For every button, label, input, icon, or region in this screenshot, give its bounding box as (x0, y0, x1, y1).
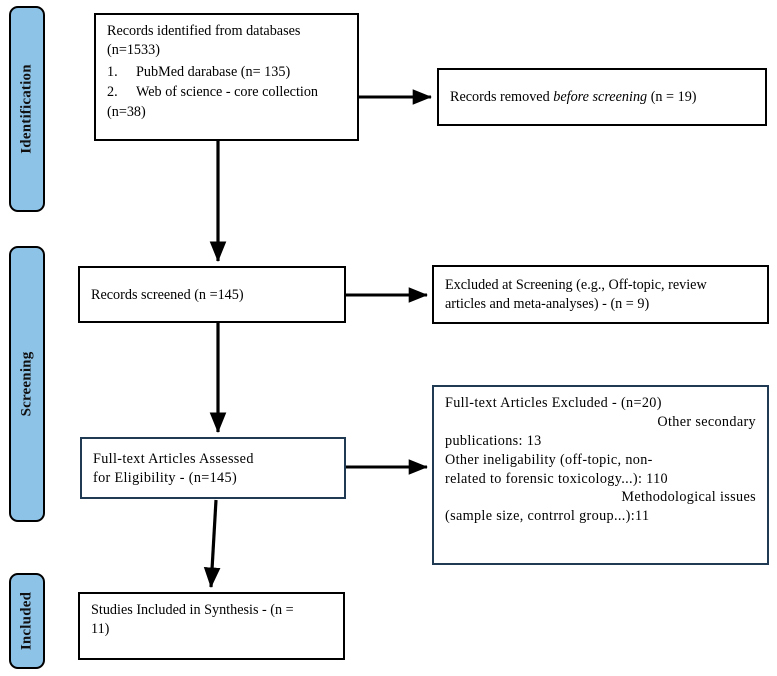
box-studies-included: Studies Included in Synthesis - (n = 11) (78, 592, 345, 660)
database-source-list: 1. PubMed darabase (n= 135) 2. Web of sc… (107, 63, 346, 102)
records-removed-prefix: Records removed (450, 89, 554, 106)
box-fulltext-excluded: Full-text Articles Excluded - (n=20) Oth… (432, 385, 769, 565)
list-marker: 1. (107, 63, 118, 80)
fulltext-excluded-line6: Methodological issues (621, 489, 756, 506)
fulltext-assessed-line1: Full-text Articles Assessed (93, 450, 254, 467)
phase-label-identification: Identification (18, 64, 35, 154)
studies-included-line1: Studies Included in Synthesis - (n = (91, 602, 294, 618)
phase-label-included: Included (18, 591, 35, 651)
fulltext-excluded-line2: Other secondary (657, 413, 756, 430)
fulltext-excluded-line4: Other ineligability (off-topic, non- (445, 451, 653, 468)
box-records-removed: Records removed before screening (n = 19… (437, 68, 767, 126)
fulltext-excluded-line1: Full-text Articles Excluded - (n=20) (445, 395, 662, 411)
phase-bar-included: Included (9, 573, 45, 669)
fulltext-excluded-line7: (sample size, contrrol group...):11 (445, 508, 650, 525)
list-item: 2. Web of science - core collection (107, 83, 346, 102)
box-records-identified: Records identified from databases (n=153… (94, 13, 359, 141)
list-item-label: Web of science - core collection (136, 83, 319, 100)
list-marker: 2. (107, 83, 118, 100)
records-identified-line1: Records identified from databases (107, 23, 301, 39)
fulltext-excluded-line5: related to forensic toxicology...): 110 (445, 470, 668, 487)
box-fulltext-assessed: Full-text Articles Assessed for Eligibil… (80, 437, 346, 499)
records-screened-text: Records screened (n =145) (91, 286, 244, 303)
box-records-screened: Records screened (n =145) (78, 266, 346, 323)
excluded-at-screening-line1: Excluded at Screening (e.g., Off-topic, … (445, 277, 707, 294)
phase-bar-screening: Screening (9, 246, 45, 522)
excluded-at-screening-text: Excluded at Screening (e.g., Off-topic, … (445, 276, 707, 314)
phase-label-screening: Screening (18, 351, 35, 417)
phase-bar-identification: Identification (9, 6, 45, 212)
box-excluded-at-screening: Excluded at Screening (e.g., Off-topic, … (432, 265, 769, 324)
connector-fulltext-to-included (203, 499, 221, 588)
records-identified-line3: (n=38) (107, 103, 146, 120)
list-item-label: PubMed darabase (n= 135) (136, 63, 291, 80)
records-identified-line2: (n=1533) (107, 41, 160, 58)
records-removed-text: Records removed before screening (n = 19… (450, 88, 697, 107)
list-item: 1. PubMed darabase (n= 135) (107, 63, 346, 82)
studies-included-line2: 11) (91, 620, 110, 637)
fulltext-assessed-line2: for Eligibility - (n=145) (93, 469, 238, 486)
fulltext-excluded-line3: publications: 13 (445, 432, 542, 449)
excluded-at-screening-line2: articles and meta-analyses) - (n = 9) (445, 296, 650, 312)
records-removed-emphasis: before screening (553, 89, 648, 106)
fulltext-assessed-text: Full-text Articles Assessed for Eligibil… (93, 450, 254, 488)
records-removed-suffix: (n = 19) (647, 89, 697, 106)
